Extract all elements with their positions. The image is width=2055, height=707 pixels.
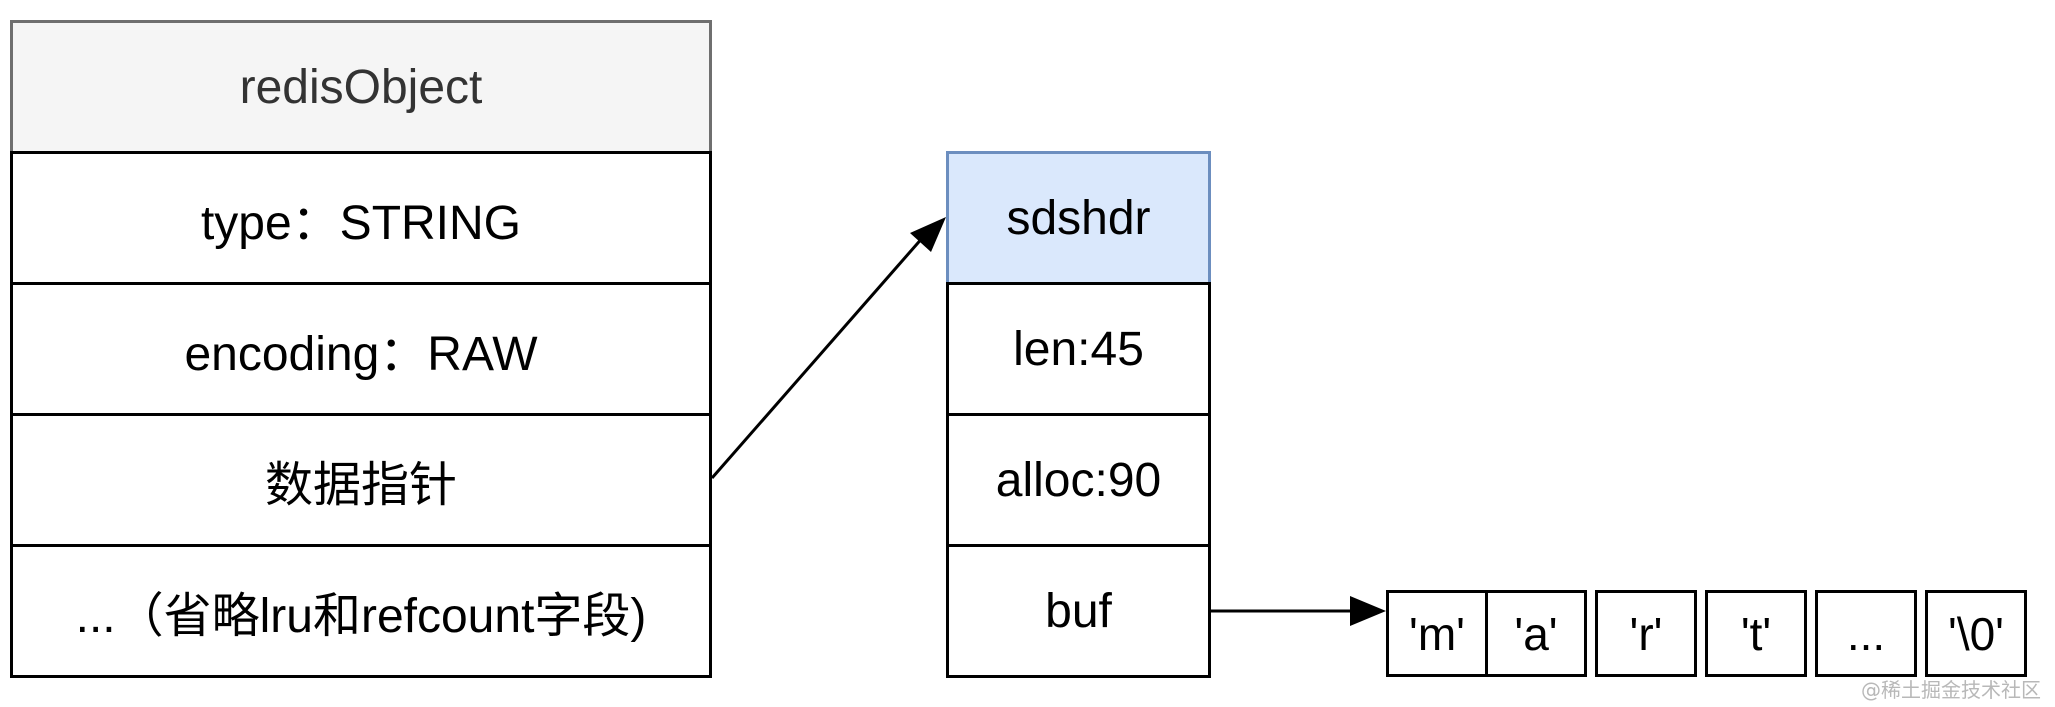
sdshdr-field-buf: buf xyxy=(946,544,1211,678)
buffer-cell-a: 'a' xyxy=(1485,590,1587,677)
buffer-cell-r: 'r' xyxy=(1595,590,1697,677)
pointer-arrowhead xyxy=(910,217,946,252)
buffer-cell-null-terminator: '\0' xyxy=(1925,590,2027,677)
redisobject-field-omitted: ...（省略lru和refcount字段) xyxy=(10,544,712,678)
watermark: @稀土掘金技术社区 xyxy=(1861,678,2041,702)
buffer-cell-ellipsis: ... xyxy=(1815,590,1917,677)
redisobject-title: redisObject xyxy=(10,20,712,154)
buf-arrowhead xyxy=(1350,596,1386,626)
sdshdr-title: sdshdr xyxy=(946,151,1211,285)
redisobject-field-type: type：STRING xyxy=(10,151,712,285)
pointer-arrow-to-sdshdr xyxy=(710,235,926,479)
buffer-cell-t: 't' xyxy=(1705,590,1807,677)
